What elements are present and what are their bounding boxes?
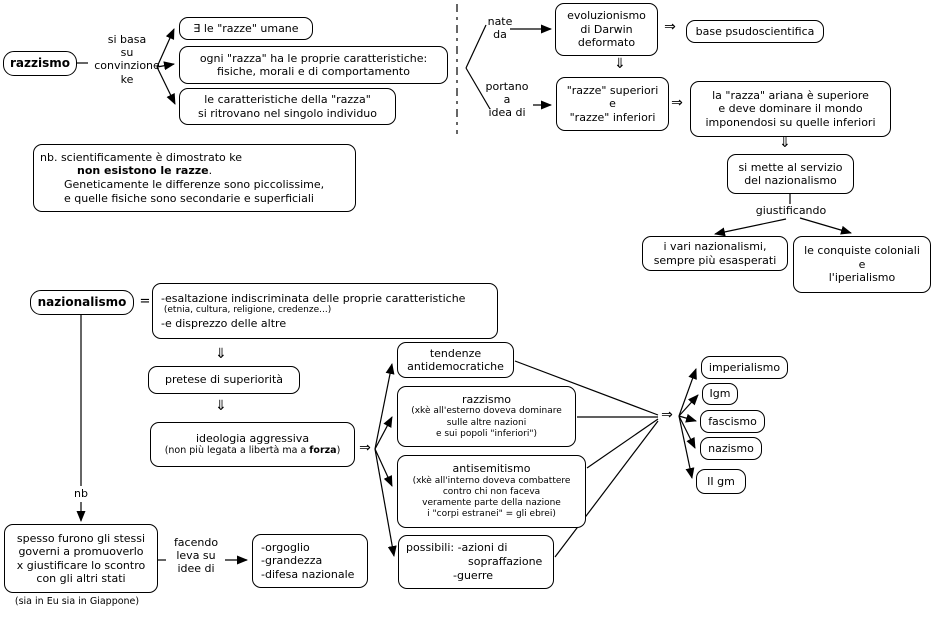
double-arrow-down-icon: ⇓ <box>215 346 227 362</box>
node-razze-superiori-inferiori: "razze" superiori e "razze" inferiori <box>556 77 669 131</box>
note-sia-in-eu: (sia in Eu sia in Giappone) <box>14 596 140 607</box>
node-imperialismo: imperialismo <box>701 356 788 379</box>
node-antisemitismo: antisemitismo (xkè all'interno doveva co… <box>397 455 586 528</box>
antisemitismo-title: antisemitismo <box>452 462 531 476</box>
definition-line-1: -esaltazione indiscriminata delle propri… <box>161 291 466 305</box>
nb-line-3: Geneticamente le differenze sono piccoli… <box>64 178 325 191</box>
edge-label-portano-a-idea-di: portano a idea di <box>485 80 529 120</box>
node-ii-gm: II gm <box>696 469 746 494</box>
node-fascismo: fascismo <box>700 410 765 433</box>
possibili-line-2: sopraffazione <box>468 554 543 568</box>
definition-line-3: -e disprezzo delle altre <box>161 316 287 330</box>
node-razze-umane: ∃ le "razze" umane <box>179 17 313 40</box>
node-ogni-razza: ogni "razza" ha le proprie caratteristic… <box>179 46 448 84</box>
node-razzismo-conseguenza: razzismo (xkè all'esterno doveva dominar… <box>397 386 576 447</box>
equals-icon: = <box>139 294 151 309</box>
node-nazismo: nazismo <box>700 437 762 460</box>
ideologia-sub: (non più legata a libertà ma a forza) <box>164 445 341 457</box>
node-caratteristiche-individuo: le caratteristiche della "razza" si ritr… <box>179 88 396 125</box>
node-tendenze-antidemocratiche: tendenze antidemocratiche <box>397 342 514 378</box>
node-pretese-superiorita: pretese di superiorità <box>148 366 300 394</box>
node-razza-ariana: la "razza" ariana è superiore e deve dom… <box>690 81 891 137</box>
node-evoluzionismo-darwin: evoluzionismo di Darwin deformato <box>555 3 658 56</box>
nb-line-4: e quelle fisiche sono secondarie e super… <box>64 191 314 205</box>
razzismo2-title: razzismo <box>461 392 512 406</box>
node-orgoglio-grandezza: -orgoglio -grandezza -difesa nazionale <box>252 534 368 588</box>
antisemitismo-sub: (xkè all'interno doveva combattere contr… <box>412 475 571 520</box>
node-conquiste-coloniali: le conquiste coloniali e l'iperialismo <box>793 236 931 293</box>
node-nazionalismo: nazionalismo <box>30 290 134 315</box>
node-ideologia-aggressiva: ideologia aggressiva (non più legata a l… <box>150 422 355 467</box>
edge-label-nate-da: nate da <box>487 15 513 42</box>
edge-label-si-basa: si basa su convinzione ke <box>94 33 160 86</box>
double-arrow-right-icon: ⇒ <box>359 440 371 456</box>
double-arrow-down-icon: ⇓ <box>614 56 626 72</box>
nb-line-1: nb. scientificamente è dimostrato ke <box>40 150 242 164</box>
node-esaltazione: -esaltazione indiscriminata delle propri… <box>152 283 498 339</box>
edge-label-facendo-leva: facendo leva su idee di <box>173 536 219 576</box>
razzismo2-sub: (xkè all'esterno doveva dominare sulle a… <box>411 406 562 439</box>
node-igm: Igm <box>702 383 738 405</box>
possibili-line-1: possibili: -azioni di <box>406 540 508 554</box>
node-razzismo: razzismo <box>3 51 77 76</box>
possibili-line-3: -guerre <box>453 569 494 583</box>
double-arrow-right-icon: ⇒ <box>661 407 673 423</box>
edge-label-nb: nb <box>74 487 88 500</box>
nb-line-2: non esistono le razze. <box>77 164 213 178</box>
definition-line-2: (etnia, cultura, religione, credenze...) <box>161 305 332 316</box>
edge-label-giustificando: giustificando <box>755 204 827 217</box>
double-arrow-down-icon: ⇓ <box>215 398 227 414</box>
double-arrow-right-icon: ⇒ <box>664 19 676 35</box>
node-base-psudoscientifica: base psudoscientifica <box>686 20 824 43</box>
node-vari-nazionalismi: i vari nazionalismi, sempre più esaspera… <box>642 236 788 271</box>
node-nb-scientifico: nb. scientificamente è dimostrato ke non… <box>33 144 356 212</box>
double-arrow-right-icon: ⇒ <box>671 95 683 111</box>
node-possibili-azioni: possibili: -azioni di sopraffazione -gue… <box>398 535 554 589</box>
double-arrow-down-icon: ⇓ <box>779 135 791 151</box>
node-servizio-nazionalismo: si mette al servizio del nazionalismo <box>727 154 854 194</box>
ideologia-title: ideologia aggressiva <box>195 431 310 445</box>
node-spesso-governi: spesso furono gli stessi governi a promu… <box>4 524 158 593</box>
